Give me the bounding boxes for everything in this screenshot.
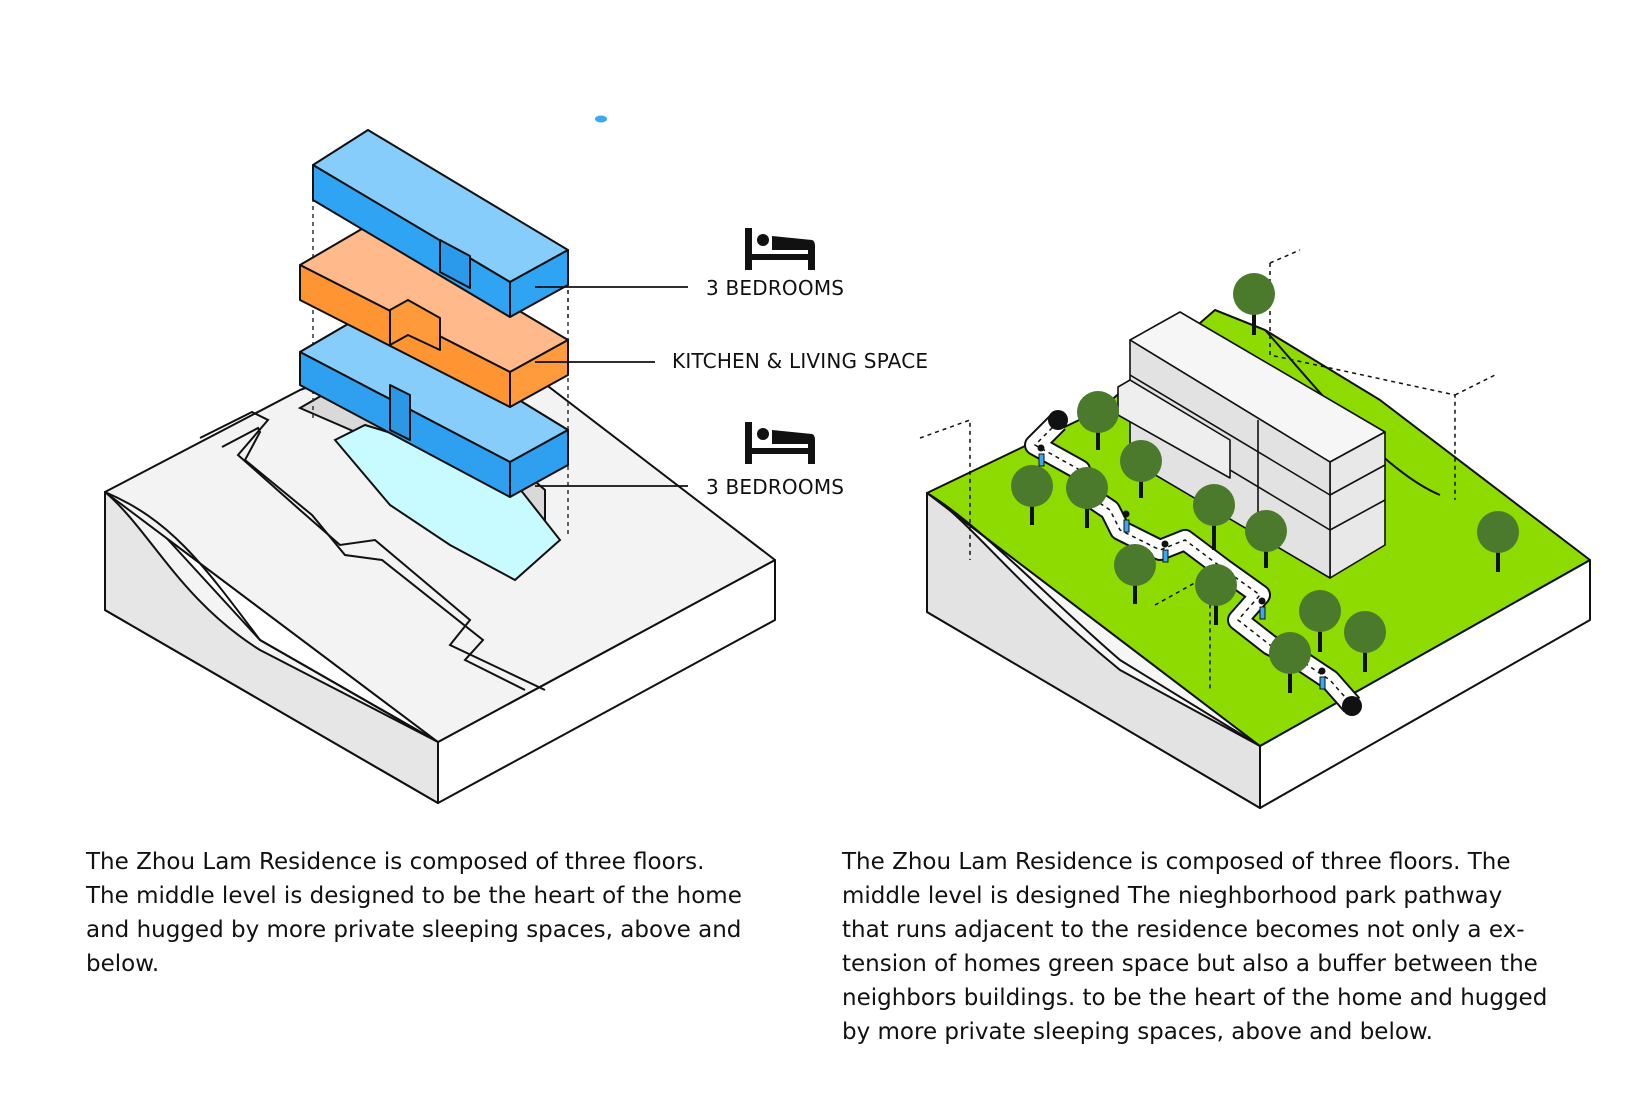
caption-line: The Zhou Lam Residence is composed of th… bbox=[86, 849, 705, 875]
upper-floor-label: 3 BEDROOMS bbox=[706, 276, 845, 300]
caption-line: below. bbox=[86, 951, 160, 977]
path-end-dot bbox=[1342, 696, 1362, 716]
trees bbox=[1011, 273, 1519, 693]
people bbox=[1037, 444, 1326, 690]
left-caption: The Zhou Lam Residence is composed of th… bbox=[86, 845, 786, 981]
tree bbox=[1114, 544, 1156, 604]
tree bbox=[1120, 440, 1162, 498]
tree bbox=[1195, 564, 1237, 625]
caption-line: The middle level is designed to be the h… bbox=[86, 883, 742, 909]
left-terrain bbox=[104, 334, 776, 804]
tree bbox=[1193, 484, 1235, 550]
lower-floor-block bbox=[299, 309, 569, 498]
caption-line: The Zhou Lam Residence is composed of th… bbox=[842, 849, 1511, 875]
tree bbox=[1245, 510, 1287, 568]
middle-floor-block bbox=[299, 222, 569, 408]
caption-line: and hugged by more private sleeping spac… bbox=[86, 917, 742, 943]
tree bbox=[1066, 467, 1108, 528]
tree bbox=[1344, 611, 1386, 672]
caption-line: neighbors buildings. to be the heart of … bbox=[842, 985, 1548, 1011]
lower-floor-label: 3 BEDROOMS bbox=[706, 475, 845, 499]
left-pathway bbox=[199, 410, 546, 691]
caption-line: middle level is designed The nieghborhoo… bbox=[842, 883, 1503, 909]
caption-line: tension of homes green space but also a … bbox=[842, 951, 1538, 977]
tree bbox=[1233, 273, 1275, 335]
caption-line: that runs adjacent to the residence beco… bbox=[842, 917, 1525, 943]
tree bbox=[1299, 590, 1341, 652]
bed-icon bbox=[745, 228, 815, 270]
path-start-dot bbox=[1048, 410, 1068, 430]
tree bbox=[1077, 391, 1119, 450]
right-caption: The Zhou Lam Residence is composed of th… bbox=[842, 845, 1632, 1049]
upper-floor-block bbox=[312, 129, 569, 318]
blue-dot bbox=[595, 115, 607, 123]
tree bbox=[1011, 465, 1053, 525]
tree bbox=[1269, 632, 1311, 693]
tree bbox=[1477, 511, 1519, 572]
caption-line: by more private sleeping spaces, above a… bbox=[842, 1019, 1433, 1045]
leader-lines bbox=[535, 286, 688, 487]
middle-floor-label: KITCHEN & LIVING SPACE bbox=[672, 349, 929, 373]
bed-icon bbox=[745, 422, 815, 464]
